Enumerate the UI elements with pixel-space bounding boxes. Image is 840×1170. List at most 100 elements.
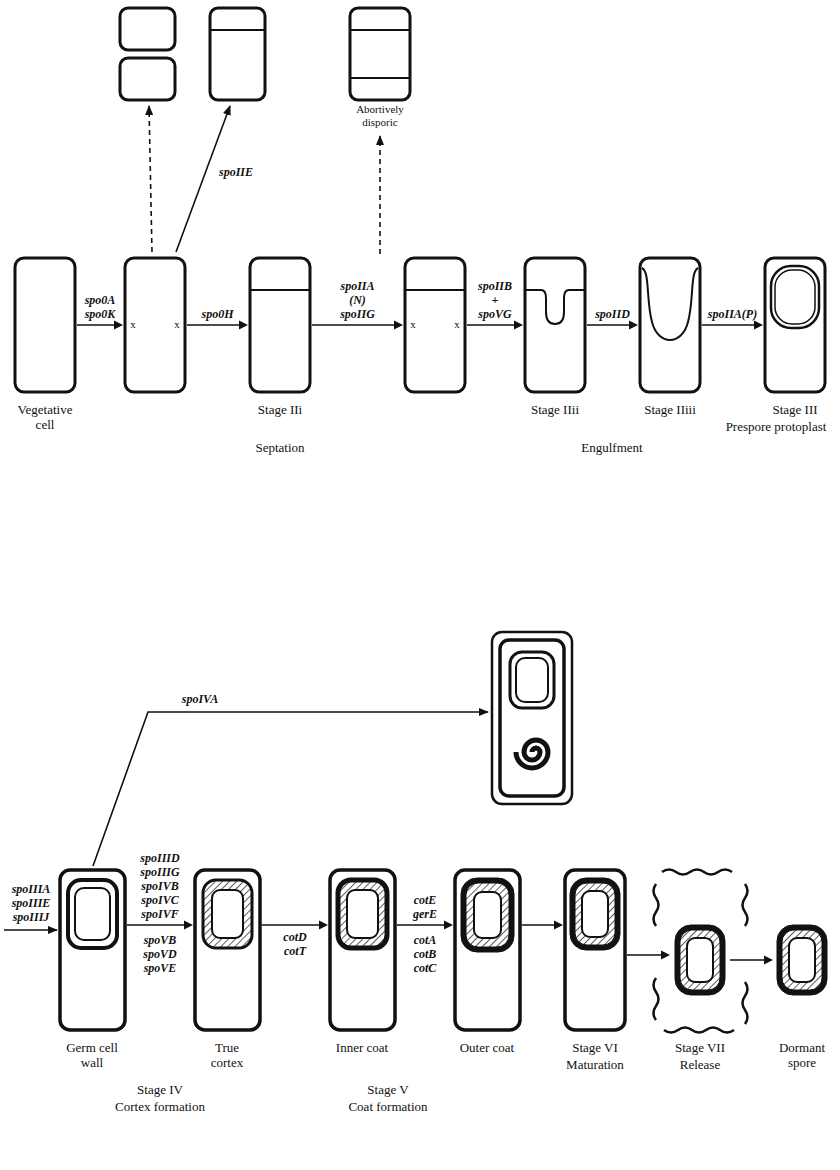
arrow-line — [522, 924, 555, 926]
stage-label: Germ cell wall — [64, 1040, 120, 1070]
septa-membranes — [251, 266, 819, 340]
arrow-head — [444, 921, 453, 930]
forespores — [68, 878, 827, 995]
arrow-line — [627, 954, 662, 956]
cell-stage: Germ cell wall — [60, 870, 125, 1030]
top-row-cells — [15, 258, 825, 392]
pathway-arrow — [522, 921, 563, 930]
stage-label: Vegetative cell — [9, 402, 81, 432]
arrow-head — [554, 921, 563, 930]
branch-arrows — [4, 106, 488, 930]
stage-label: Stage IIi — [245, 402, 315, 417]
mark-letter: x — [451, 318, 463, 331]
gene-label: spoIIA (N) spoIIG — [335, 279, 381, 321]
cell-stage: Stage VIIRelease — [672, 922, 728, 998]
mark-letter: x — [171, 318, 183, 331]
arrow-line — [397, 924, 445, 926]
cell-stage: Stage IIii — [525, 258, 585, 392]
arrow-head — [629, 321, 638, 330]
gene-label: cotD cotT — [273, 930, 317, 958]
pathway-arrow — [467, 321, 523, 330]
arrow-line — [127, 924, 185, 926]
cell-stage: Stage VIMaturation — [565, 870, 625, 1030]
cell-stage: Stage IIiii — [640, 258, 700, 392]
arrow-head — [661, 951, 670, 960]
mark-letter: x — [127, 318, 139, 331]
pathway-arrow — [187, 321, 248, 330]
cell-stage: Abortively disporic — [350, 8, 410, 100]
gene-label: spoIIB + spoVG — [475, 279, 515, 321]
arrow-line — [467, 324, 515, 326]
stage-group-label: Cortex formation — [95, 1099, 225, 1114]
arrow-head — [764, 956, 773, 965]
stage-label: True cortex — [199, 1040, 255, 1070]
gene-label: cotA cotB cotC — [403, 933, 447, 975]
pathway-arrow — [397, 921, 453, 930]
gene-label: spoIVA — [170, 692, 230, 706]
stage-label: Stage III — [763, 402, 827, 417]
lysed-wall-fragments — [654, 870, 748, 1033]
stage-label: Maturation — [559, 1057, 631, 1072]
arrow-line — [702, 324, 755, 326]
arrow-line — [587, 324, 630, 326]
stage-label: Prespore protoplast — [715, 419, 837, 434]
cell-stage: Stage IIi — [250, 258, 310, 392]
arrow-head — [184, 921, 193, 930]
cell-stage: Dormant spore — [775, 922, 829, 998]
arrow-head — [754, 321, 763, 330]
pathway-arrow — [587, 321, 638, 330]
arrow-line — [187, 324, 240, 326]
cell-stage: Outer coat — [455, 870, 520, 1030]
gene-label: spo0H — [190, 307, 246, 321]
stage-group-label: Coat formation — [323, 1099, 453, 1114]
arrow-head — [319, 921, 328, 930]
stage-group-label: Stage IV — [110, 1082, 210, 1097]
stage-label: Abortively disporic — [338, 103, 422, 129]
cell-stage: Vegetative cell — [15, 258, 75, 392]
cell-stage: xx — [125, 258, 185, 392]
stage-label: Stage IIii — [520, 402, 590, 417]
cell-stage: Inner coat — [330, 870, 395, 1030]
stage-label: Dormant spore — [773, 1040, 831, 1070]
pathway-arrow — [702, 321, 763, 330]
cell-stage: True cortex — [195, 870, 260, 1030]
arrow-head — [514, 321, 523, 330]
stage-group-label: Stage V — [338, 1082, 438, 1097]
arrow-line — [730, 959, 765, 961]
pathway-arrow — [127, 921, 193, 930]
stage-group-label: Septation — [235, 440, 325, 455]
gene-label: spoIIA(P) — [702, 307, 764, 321]
arrow-line — [262, 924, 320, 926]
stage-label: Inner coat — [334, 1040, 390, 1055]
cell-stage: Stage IIIPrespore protoplast — [765, 258, 825, 392]
pathway-arrow — [77, 321, 123, 330]
stage-group-label: Engulfment — [562, 440, 662, 455]
gene-label: cotE gerE — [403, 893, 447, 921]
cell-stage: xx — [405, 258, 465, 392]
aberrant-cells — [120, 8, 410, 100]
stage-label: Stage IIiii — [635, 402, 705, 417]
stage-label: Stage VII — [668, 1040, 732, 1055]
stage-label: Release — [668, 1057, 732, 1072]
stage-label: Outer coat — [459, 1040, 515, 1055]
arrow-line — [312, 324, 395, 326]
gene-label: spoIIE — [215, 165, 257, 179]
pathway-arrow — [627, 951, 670, 960]
spoIVA-mutant-cell — [492, 632, 572, 804]
gene-label: spoIID — [588, 307, 638, 321]
mark-letter: x — [407, 318, 419, 331]
pathway-arrow — [730, 956, 773, 965]
arrow-head — [239, 321, 248, 330]
pathway-arrow — [262, 921, 328, 930]
stage-label: Stage VI — [563, 1040, 627, 1055]
gene-label: spoIIID spoIIIG spoIVB spoIVC spoIVF — [129, 851, 191, 921]
pathway-arrow — [312, 321, 403, 330]
arrow-head — [394, 321, 403, 330]
gene-label: spo0A spo0K — [77, 293, 123, 321]
gene-label: spoIIIA spoIIIE spoIIIJ — [3, 882, 59, 924]
gene-label: spoVB spoVD spoVE — [129, 933, 191, 975]
arrow-line — [77, 324, 115, 326]
arrow-head — [114, 321, 123, 330]
